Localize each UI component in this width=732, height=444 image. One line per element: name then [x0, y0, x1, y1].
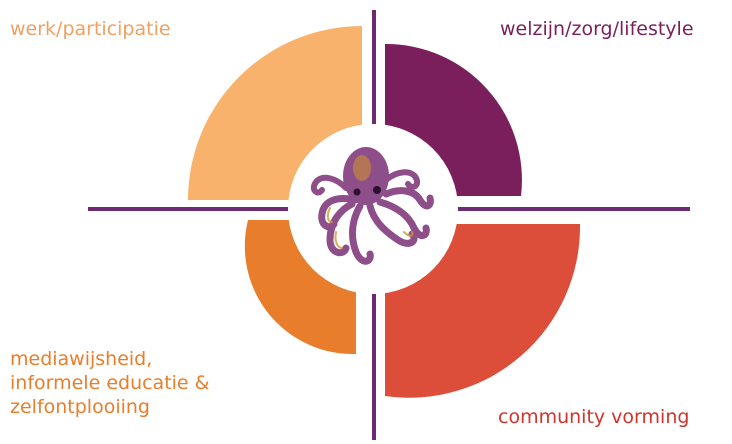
label-mediawijsheid-line-2: informele educatie &	[10, 372, 210, 394]
label-werk-participatie: werk/participatie	[10, 18, 171, 40]
label-mediawijsheid-line-3: zelfontplooiing	[10, 396, 150, 418]
octopus-icon	[310, 147, 434, 265]
label-mediawijsheid-line-1: mediawijsheid,	[10, 348, 153, 370]
label-community-vorming: community vorming	[498, 406, 690, 428]
label-mediawijsheid: mediawijsheid, informele educatie & zelf…	[10, 347, 209, 419]
label-welzijn-zorg-lifestyle: welzijn/zorg/lifestyle	[500, 18, 694, 40]
